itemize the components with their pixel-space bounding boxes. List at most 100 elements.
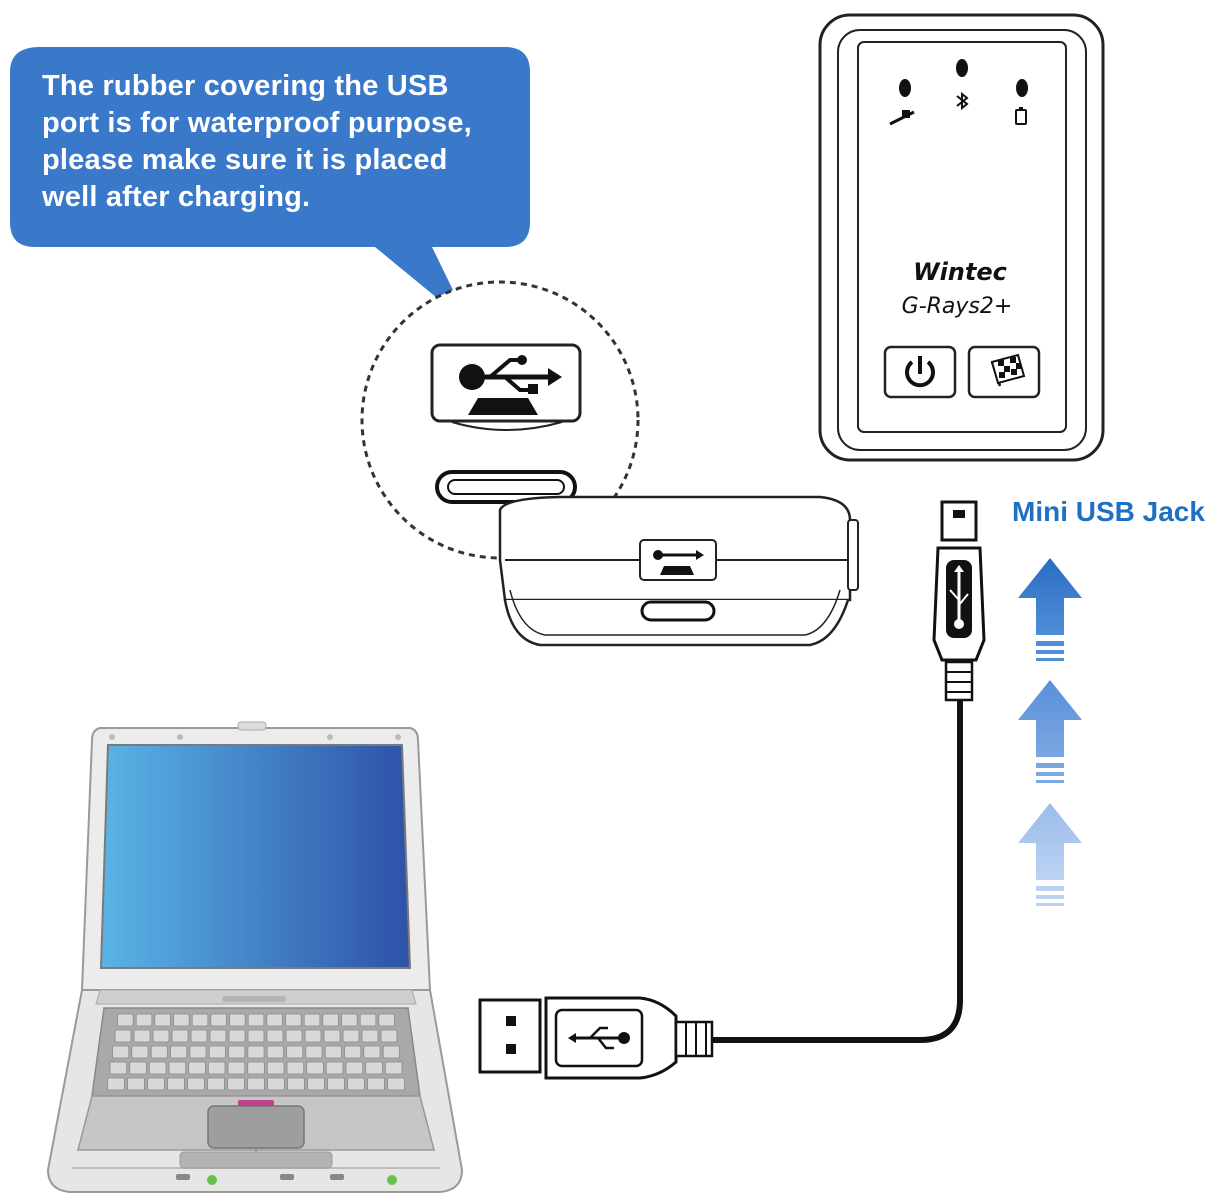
device-bottom-view [498,495,859,647]
keyboard-key [129,1061,147,1075]
battery-icon [1015,107,1027,125]
keyboard-key [112,1045,130,1059]
keyboard-key [188,1061,206,1075]
keyboard-key [285,1013,302,1027]
keyboard-key [210,1013,227,1027]
device-brand-label: Wintec [913,258,1007,286]
keyboard-key [347,1077,365,1091]
keyboard-key [266,1045,284,1059]
usb-icon [568,1026,630,1050]
arrow-up-icon [1018,803,1082,906]
laptop-screen [99,744,412,969]
callout-line: well after charging. [42,181,311,213]
keyboard-key [303,1013,321,1027]
keyboard-key [361,1029,379,1043]
keyboard-key [117,1013,134,1027]
keyboard-key [147,1077,165,1091]
keyboard-key [148,1061,167,1075]
bluetooth-icon [956,91,969,111]
keyboard-key [305,1045,323,1059]
keyboard-key [266,1029,284,1043]
keyboard-key [152,1029,170,1043]
keyboard-key [307,1077,325,1091]
laptop [46,721,464,1193]
keyboard-key [189,1045,207,1059]
upward-arrows [1018,558,1082,906]
keyboard-key [365,1061,383,1075]
keyboard-key [322,1013,339,1027]
arrow-up-icon [1018,558,1082,661]
keyboard-key [133,1029,151,1043]
keyboard-key [327,1077,345,1091]
keyboard-key [207,1061,226,1075]
keyboard-key [363,1045,381,1059]
keyboard-key [304,1029,322,1043]
keyboard-key [266,1061,285,1075]
keyboard-key [287,1077,305,1091]
keyboard-key [208,1045,226,1059]
keyboard-key [228,1045,246,1059]
keyboard-key [341,1013,358,1027]
keyboard-keys [107,1013,405,1091]
usb-port-zoom-circle [360,280,640,560]
keyboard-key [342,1029,360,1043]
power-icon [905,356,935,388]
mini-usb-jack-label: Mini USB Jack [1012,496,1205,527]
keyboard-key [247,1077,265,1091]
keyboard-key [227,1077,245,1091]
keyboard-key [345,1061,364,1075]
usb-a-plug [478,996,714,1080]
usb-cable [712,700,963,1043]
keyboard-key [150,1045,168,1059]
keyboard-key [173,1013,190,1027]
mini-usb-plug [932,500,986,702]
keyboard-key [324,1045,342,1059]
keyboard-key [247,1061,265,1075]
keyboard-key [187,1077,205,1091]
keyboard-key [380,1029,398,1043]
keyboard-key [190,1029,208,1043]
keyboard-key [325,1061,344,1075]
keyboard-key [286,1045,304,1059]
keyboard-key [384,1061,403,1075]
callout-line: please make sure it is placed [42,144,448,176]
usb-icon [459,355,562,394]
keyboard-key [229,1013,246,1027]
keyboard-key [168,1061,187,1075]
usb-icon [949,565,969,629]
keyboard-key [266,1013,283,1027]
keyboard-key [344,1045,362,1059]
device-usb-cover [639,539,717,581]
usb-icon-plate [430,343,582,431]
gps-device-front [818,13,1105,462]
mark-button [967,345,1041,399]
keyboard-key [359,1013,377,1027]
callout-bubble [10,47,530,325]
keyboard-key [227,1061,246,1075]
laptop-touchpad [207,1105,305,1149]
keyboard-key [207,1077,225,1091]
keyboard-key [209,1029,227,1043]
keyboard-key [107,1077,125,1091]
keyboard-key [378,1013,395,1027]
keyboard-key [127,1077,145,1091]
keyboard-key [154,1013,171,1027]
device-model-label: G-Rays2+ [901,294,1013,319]
power-button [883,345,957,399]
keyboard-key [109,1061,128,1075]
callout-line: The rubber covering the USB [42,70,449,102]
satellite-icon [889,110,915,126]
keyboard-key [285,1029,303,1043]
keyboard-key [387,1077,405,1091]
keyboard-key [306,1061,324,1075]
checkered-flag-icon [990,353,1026,387]
keyboard-key [323,1029,341,1043]
callout-text: The rubber covering the USB port is for … [42,68,522,216]
arrow-up-icon [1018,680,1082,783]
status-leds [899,59,1028,97]
keyboard-key [167,1077,185,1091]
keyboard-key [247,1029,265,1043]
keyboard-key [131,1045,149,1059]
keyboard-key [228,1029,246,1043]
